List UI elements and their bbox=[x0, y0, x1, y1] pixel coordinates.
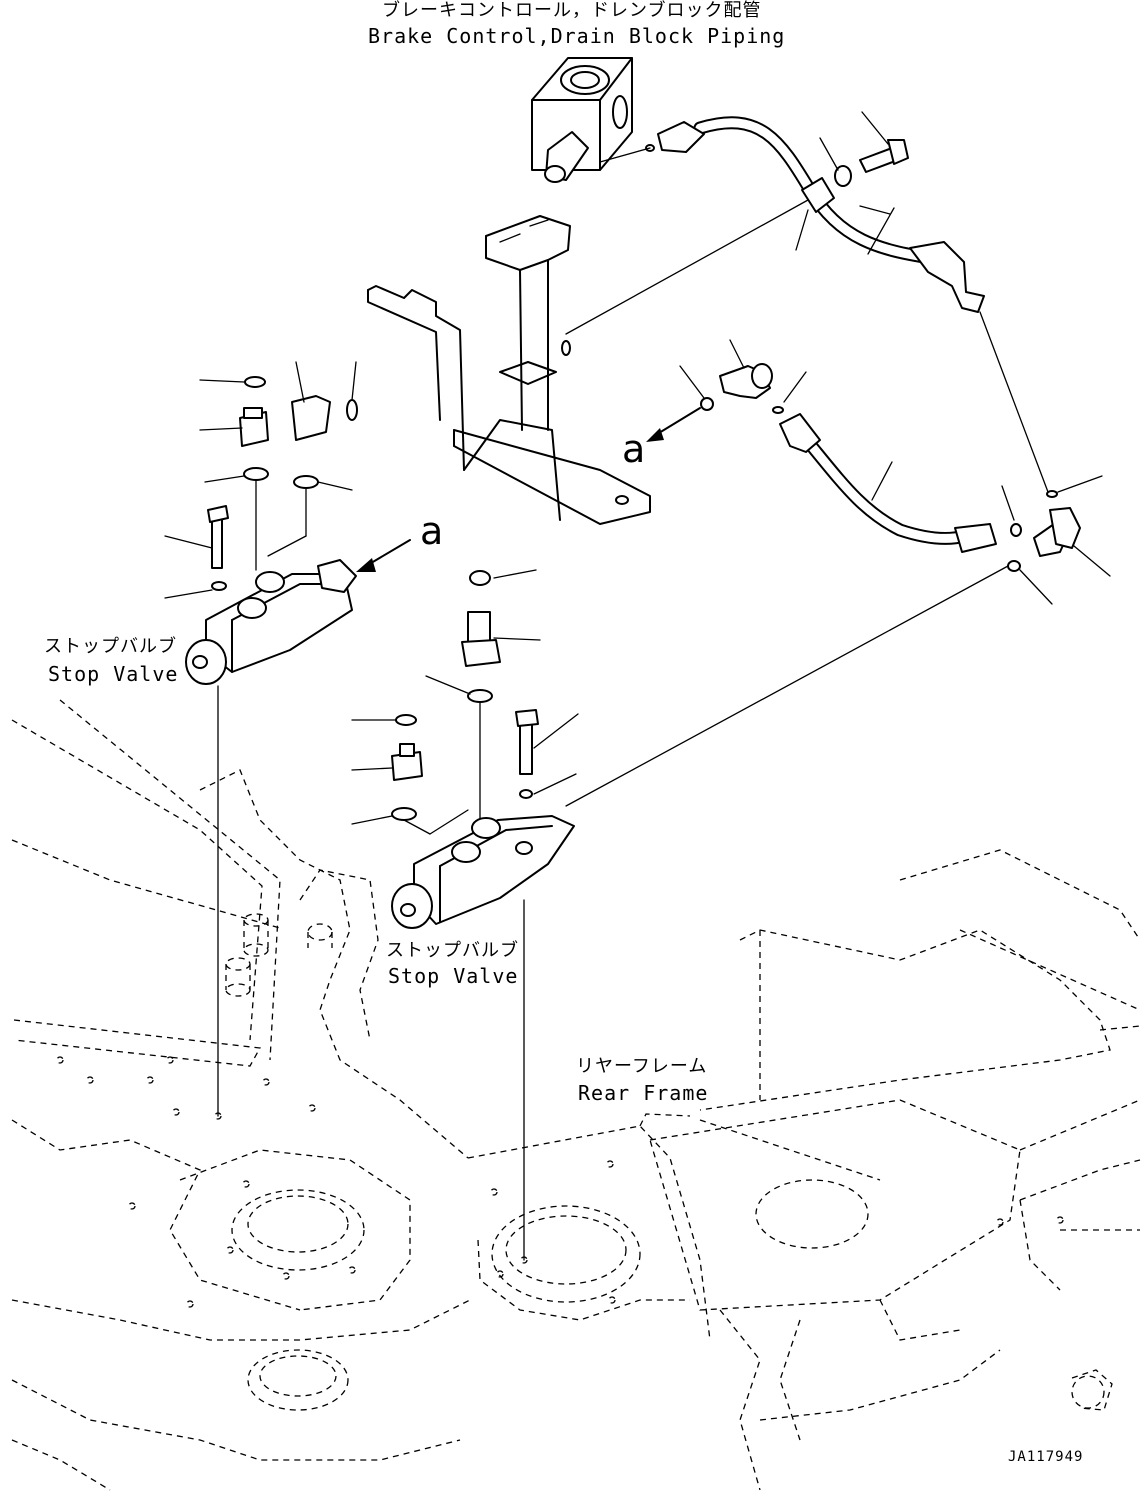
leader-lines bbox=[164, 111, 1111, 1261]
view-arrows bbox=[356, 407, 701, 572]
bolt-and-washer-top bbox=[834, 139, 909, 187]
stop-valve-lower-parts bbox=[391, 570, 539, 835]
rear-frame-label-en: Rear Frame bbox=[578, 1081, 709, 1105]
title-english: Brake Control,Drain Block Piping bbox=[368, 24, 786, 48]
stop-valve-upper-label-en: Stop Valve bbox=[48, 662, 179, 686]
stop-valve-upper-body bbox=[185, 559, 357, 685]
stop-valve-upper-label-jp: ストップバルブ bbox=[44, 636, 177, 657]
rear-frame-label-jp: リヤーフレーム bbox=[576, 1056, 708, 1077]
rear-frame bbox=[11, 699, 1141, 1491]
lower-hose bbox=[779, 413, 997, 553]
bracket bbox=[367, 215, 651, 525]
elbow-fitting-right-lower bbox=[1007, 490, 1081, 572]
stop-valve-lower-label-en: Stop Valve bbox=[388, 964, 519, 988]
upper-hose bbox=[657, 116, 985, 313]
elbow-fitting-right-upper bbox=[700, 363, 784, 414]
stop-valve-lower-label-jp: ストップバルブ bbox=[386, 940, 519, 961]
title-japanese: ブレーキコントロール，ドレンブロック配管 bbox=[382, 0, 762, 21]
drawing-code: JA117949 bbox=[1008, 1449, 1084, 1465]
stop-valve-upper-parts bbox=[207, 376, 358, 591]
brake-control-block bbox=[531, 57, 655, 183]
view-a-label-lower: a bbox=[420, 509, 444, 553]
view-a-label-upper: a bbox=[622, 427, 646, 471]
stop-valve-lower-body bbox=[391, 815, 575, 929]
